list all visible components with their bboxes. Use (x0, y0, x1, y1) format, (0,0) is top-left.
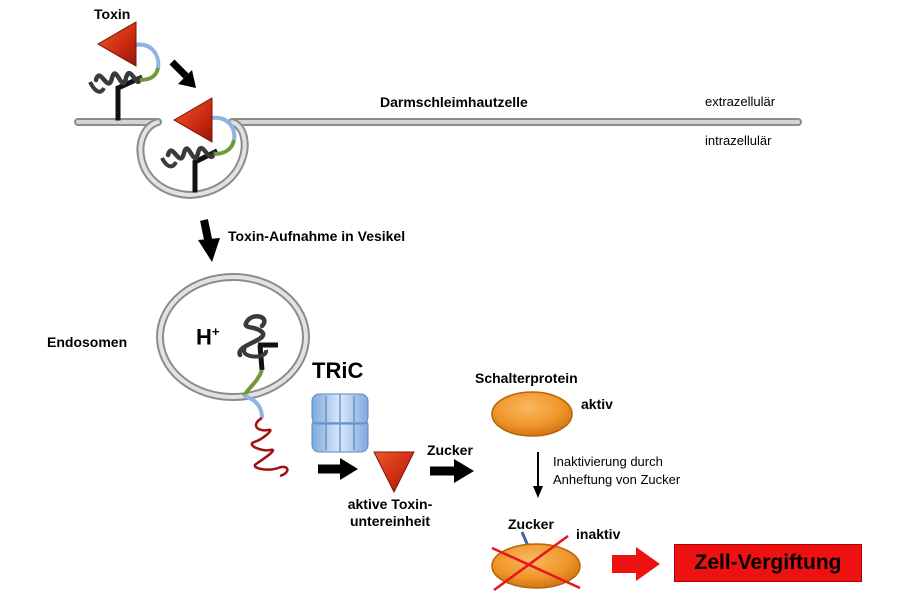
h-plus-sup: + (211, 324, 220, 339)
unfolded-toxin-chain (250, 416, 289, 478)
toxin-receptor-pit (160, 97, 237, 193)
endosome (156, 273, 310, 478)
active-toxin-triangle (373, 451, 415, 494)
label-zucker-1: Zucker (427, 442, 473, 458)
switch-protein-active (491, 391, 573, 437)
toxin-triangle (97, 21, 137, 67)
receptor-coil (93, 70, 143, 86)
label-extrazellular: extrazellulär (705, 94, 776, 109)
label-aufnahme: Toxin-Aufnahme in Vesikel (228, 228, 406, 244)
cell-membrane (74, 118, 802, 200)
label-aktive-toxin-1: aktive Toxin- (347, 496, 433, 512)
red-arrow (612, 547, 660, 581)
label-endosomen: Endosomen (47, 334, 128, 350)
label-aktiv: aktiv (581, 396, 613, 412)
label-aktive-toxin-2: untereinheit (349, 513, 431, 529)
arrow-to-active-toxin (318, 458, 358, 480)
cross-line-2 (493, 534, 569, 592)
tric-chaperone (311, 393, 369, 453)
h-plus-base: H (196, 324, 212, 350)
label-inaktivierung-1: Inaktivierung durch (553, 454, 663, 469)
arrow-zucker (430, 459, 474, 483)
label-zucker-2: Zucker (508, 516, 554, 532)
label-darmschleimhautzelle: Darmschleimhautzelle (380, 94, 528, 110)
label-toxin: Toxin (94, 6, 131, 22)
label-zell-vergiftung: Zell-Vergiftung (694, 551, 842, 574)
arrow-down-endosome (198, 219, 220, 262)
label-h-plus: H+ (196, 324, 219, 351)
zell-vergiftung-box: Zell-Vergiftung (674, 544, 862, 582)
label-inaktivierung-2: Anheftung von Zucker (553, 472, 681, 487)
arrow-inactivation (533, 452, 543, 498)
cross-line-1 (491, 546, 581, 590)
toxin-receptor-outside (88, 21, 161, 121)
label-intrazellular: intrazellulär (705, 133, 772, 148)
arrow-down-right (169, 59, 196, 88)
switch-protein-inactive (491, 531, 581, 592)
label-schalterprotein: Schalterprotein (475, 370, 578, 386)
label-inaktiv: inaktiv (576, 526, 621, 542)
label-tric: TRiC (312, 358, 364, 383)
